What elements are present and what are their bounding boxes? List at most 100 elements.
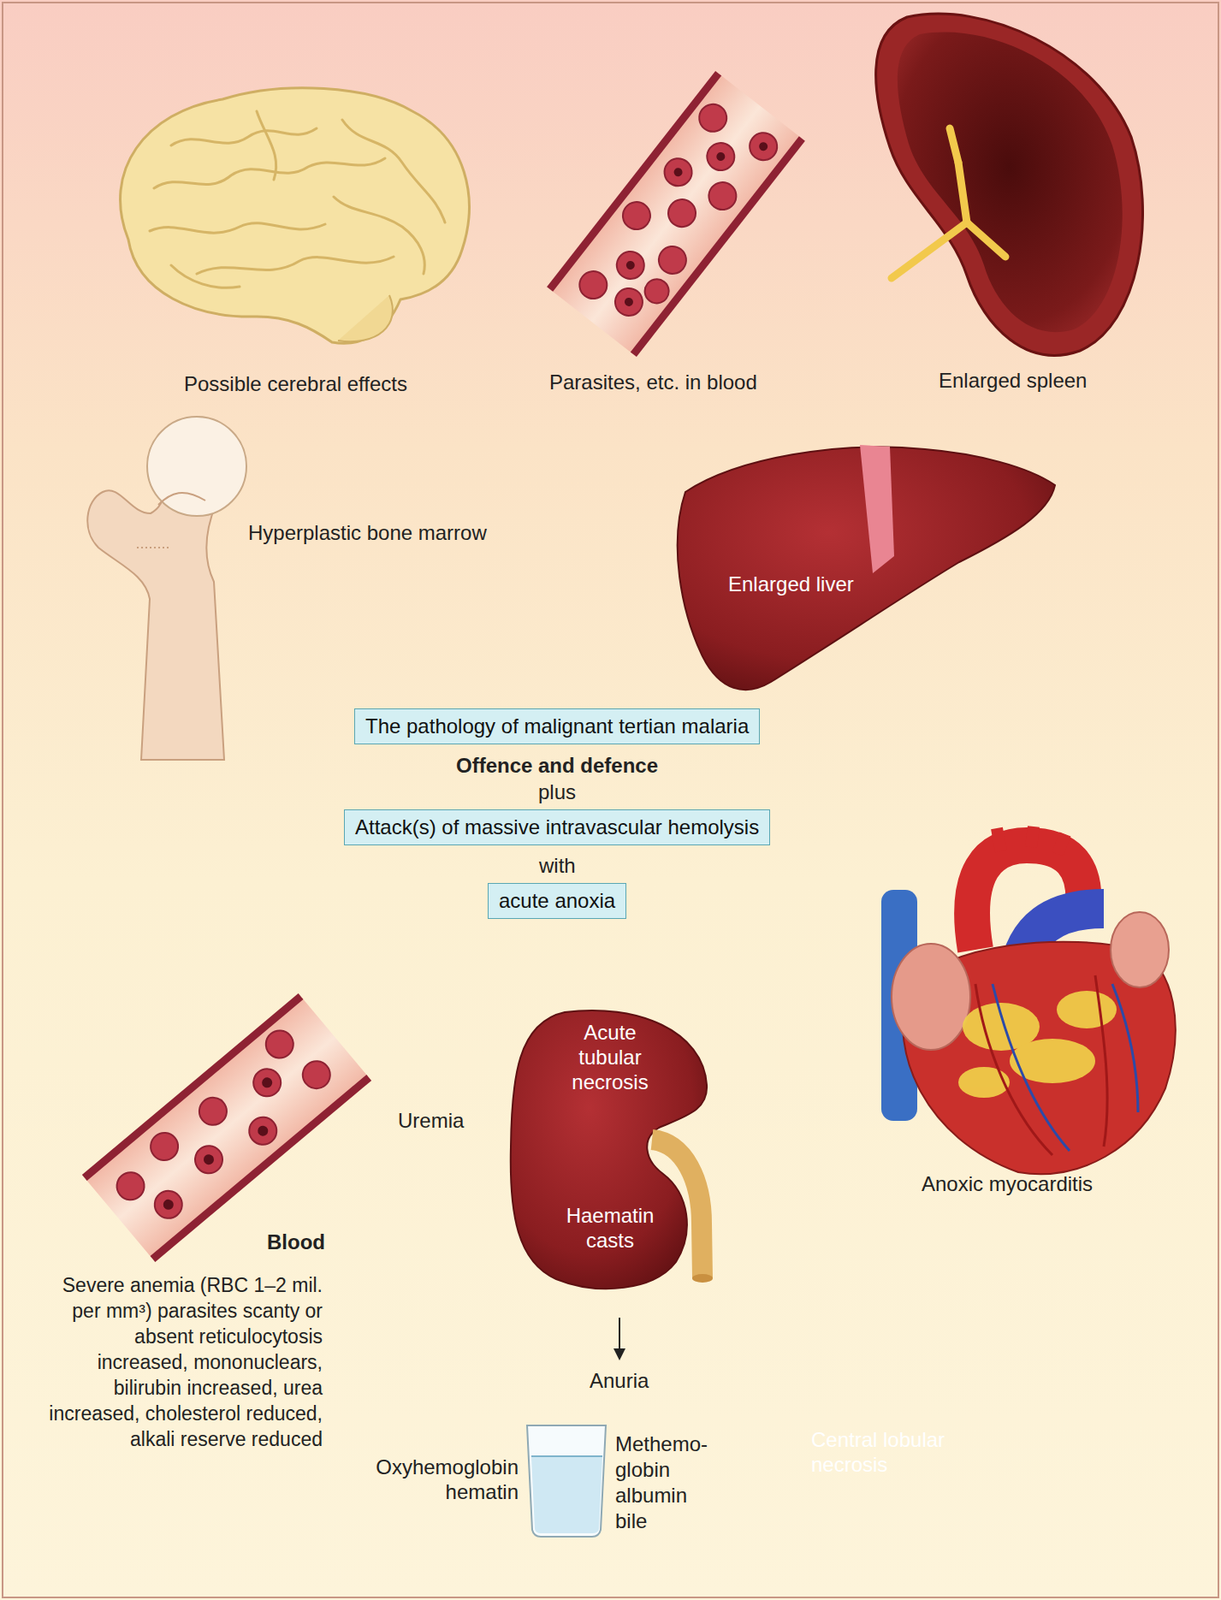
label-holder: Parasites, etc. in blood [549, 369, 758, 395]
heart [958, 990, 1117, 1098]
blood-vessel [248, 1063, 287, 1103]
blood-vessel [633, 138, 802, 355]
heart [1110, 912, 1169, 988]
blood-vessel [590, 108, 770, 315]
blood-vessel [640, 274, 674, 309]
caption-label: Uremia [397, 1108, 464, 1133]
heart [996, 826, 1066, 854]
label-holder: Possible cerebral effects [183, 371, 408, 397]
label-holder: Severe anemia (RBC 1–2 mil. per mm³) par… [40, 1272, 323, 1453]
node-text: Central lobular necrosis [811, 1427, 983, 1477]
organ-label: Enlarged liver [728, 571, 854, 597]
kidney [510, 1010, 707, 1289]
brain [171, 265, 240, 288]
blood-vessel [574, 266, 613, 305]
blood-vessel [757, 140, 770, 153]
spleen [949, 128, 959, 163]
femur [147, 416, 247, 516]
blood-vessel [744, 127, 783, 166]
kidney [510, 1010, 713, 1289]
blood-vessel [616, 196, 656, 236]
caption-label: Enlarged spleen [938, 367, 1087, 393]
spleen [891, 128, 1006, 279]
label-holder: Enlarged spleen [938, 367, 1087, 393]
label-holder: Hyperplastic bone marrow [248, 520, 487, 546]
heart [992, 983, 1070, 1151]
heart [1095, 975, 1108, 1147]
blood-vessel [672, 165, 685, 178]
blood-vessel [160, 1197, 176, 1212]
femur [136, 546, 172, 549]
blood-vessel [193, 1091, 232, 1131]
blood-vessel [567, 91, 786, 337]
blood-vessel [201, 1152, 217, 1168]
arrow [618, 1317, 621, 1351]
blood-vessel [84, 995, 370, 1259]
blood-vessel [703, 177, 742, 216]
caption-label: Anoxic myocarditis [921, 1171, 1093, 1197]
node-text: Attack(s) of massive intravascular hemol… [355, 814, 759, 841]
beaker [531, 1455, 603, 1458]
spleen [891, 222, 967, 279]
liver [859, 444, 895, 574]
blood-vessel [693, 98, 733, 137]
heart [1112, 983, 1139, 1113]
brain [196, 256, 394, 274]
node-text: Acute tubular necrosis [557, 1019, 664, 1095]
blood-vessel [260, 1075, 275, 1091]
blood-vessel [652, 240, 692, 279]
label-holder: Uremia [397, 1108, 464, 1133]
brain [154, 158, 386, 189]
spleen [876, 13, 1144, 356]
caption-label: Parasites, etc. in blood [549, 369, 758, 395]
caption-label: Severe anemia (RBC 1–2 mil. per mm³) par… [40, 1272, 323, 1453]
caption-label: Offence and defence [456, 752, 658, 778]
blood-vessel [610, 246, 650, 285]
node-text: acute anoxia [498, 888, 616, 914]
beaker [531, 1456, 603, 1534]
heart [958, 1066, 1010, 1098]
blood-vessel [551, 74, 801, 354]
brain [120, 88, 470, 344]
blood-vessel [243, 1111, 283, 1150]
label-holder: Anuria [589, 1368, 649, 1393]
organ-label: Central lobular necrosis [811, 1427, 983, 1477]
blood-vessel [255, 1123, 271, 1139]
spleen [966, 222, 1006, 257]
blood-vessel [111, 1167, 150, 1206]
blood-vessel [85, 997, 368, 1258]
caption-label: Possible cerebral effects [183, 371, 408, 397]
label-holder: with [539, 853, 576, 878]
heart [975, 975, 1139, 1156]
blood-vessel [152, 1077, 369, 1259]
caption-label: with [539, 853, 576, 878]
caption-label: Hyperplastic bone marrow [248, 520, 487, 546]
label-holder: Offence and defence [456, 752, 658, 778]
blood-vessel [624, 259, 637, 272]
spleen [897, 32, 1123, 333]
heart [975, 983, 1053, 1156]
caption-label: Blood [266, 1229, 326, 1255]
femur [158, 492, 206, 505]
blood-vessel [658, 153, 698, 192]
caption-label: Oxyhemoglobin hematin [355, 1454, 519, 1505]
text-box: The pathology of malignant tertian malar… [354, 708, 760, 745]
blood-vessel [701, 137, 741, 177]
node-text: The pathology of malignant tertian malar… [365, 713, 749, 740]
beaker [527, 1425, 606, 1537]
caption-label: Anuria [589, 1368, 649, 1393]
caption-label: plus [538, 779, 576, 805]
node-text: Haematin casts [557, 1203, 664, 1253]
brain [120, 88, 470, 344]
label-holder: Methemo- globin albumin bile [615, 1431, 710, 1535]
brain [256, 111, 277, 180]
brain [342, 119, 445, 223]
label-holder: Blood [266, 1229, 326, 1255]
label-holder: Oxyhemoglobin hematin [355, 1454, 519, 1505]
text-box: Attack(s) of massive intravascular hemol… [343, 809, 771, 846]
label-holder: Anoxic myocarditis [921, 1171, 1093, 1197]
spleen [958, 162, 967, 223]
blood-vessel [148, 1185, 188, 1224]
